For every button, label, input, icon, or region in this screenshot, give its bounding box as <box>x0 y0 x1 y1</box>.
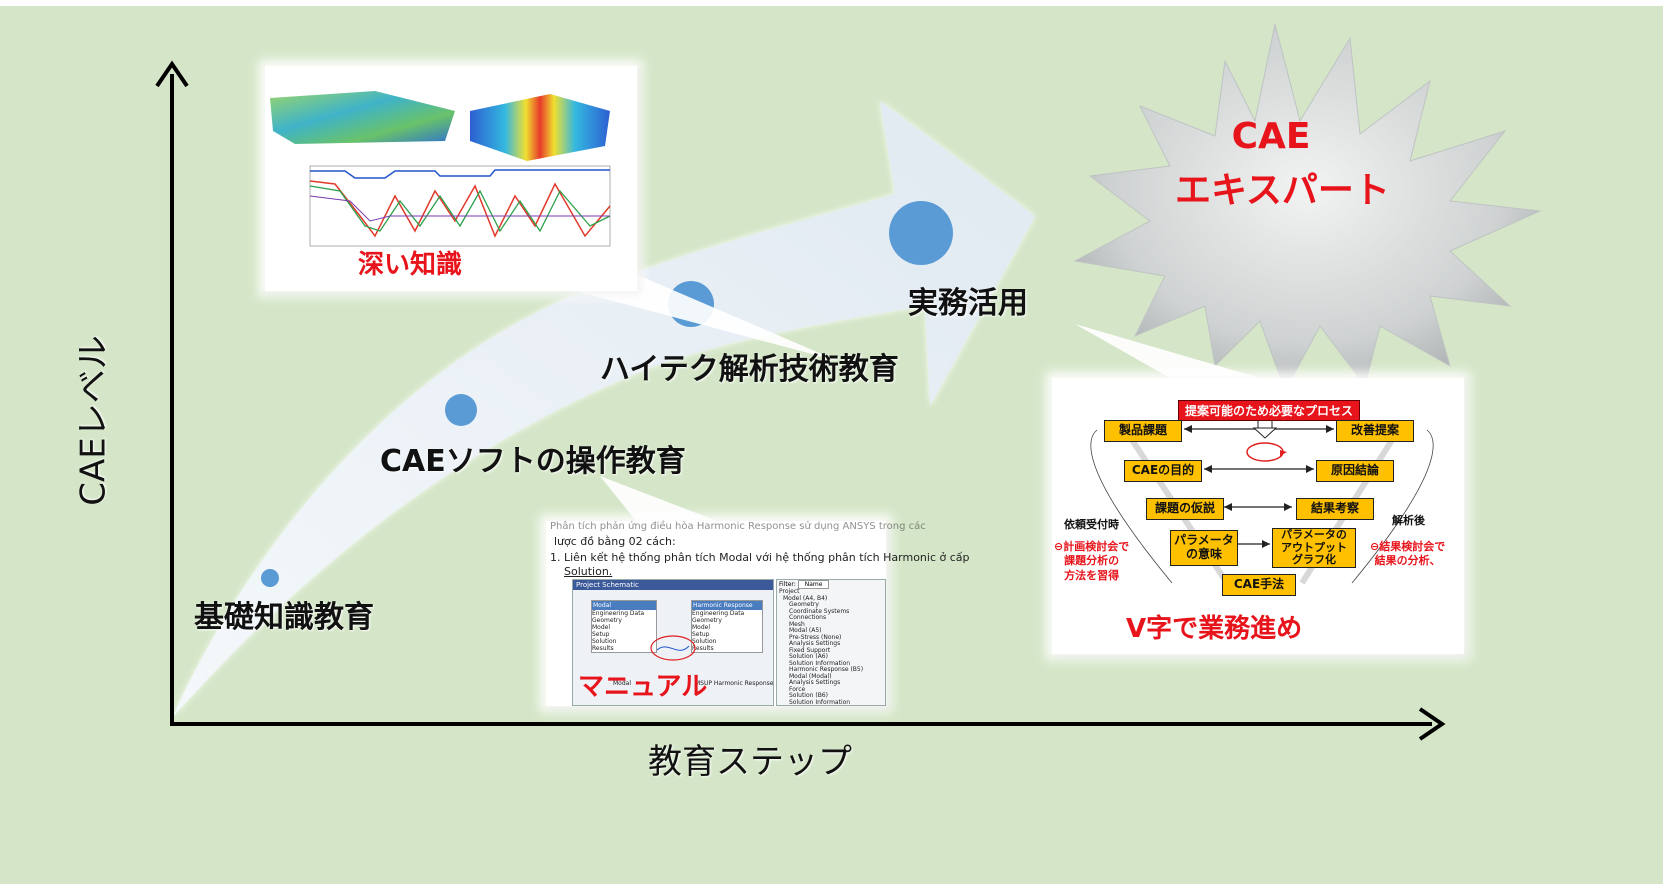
system-a-row: Model <box>592 624 611 631</box>
slide-canvas: CAEレベル 教育ステップ 基礎知識教育 CAEソフトの操作教育 ハイテク解析技… <box>0 6 1663 884</box>
schematic-title: Project Schematic <box>573 580 773 590</box>
tree-item[interactable]: Modal (Modal) <box>789 672 832 680</box>
tree-item[interactable]: Geometry <box>789 601 819 608</box>
diagram-graphics <box>155 23 1542 741</box>
system-b-row: Model <box>692 624 711 631</box>
tree-item[interactable]: Harmonic Response (B5) <box>789 666 864 673</box>
step-dot-4 <box>889 201 953 265</box>
line-graph-image <box>309 165 611 247</box>
expert-starburst <box>1073 23 1542 393</box>
system-a: Modal Engineering Data Geometry Model Se… <box>591 600 657 653</box>
goal-line-2: エキスパート <box>1175 170 1390 211</box>
y-axis-label: CAEレベル <box>73 335 114 506</box>
system-b-row: Engineering Data <box>692 610 745 617</box>
tree-item[interactable]: Project <box>779 588 800 595</box>
axes <box>155 60 1446 741</box>
tree-item[interactable]: Pre-Stress (None) <box>789 633 842 641</box>
fem-block-image <box>470 94 610 161</box>
tree-item[interactable]: Coordinate Systems <box>789 607 850 615</box>
tree-filter-label: Filter: <box>779 581 796 588</box>
system-a-header: Modal <box>592 601 656 610</box>
vbox-bottom: CAE手法 <box>1222 574 1296 596</box>
link-annotation <box>650 635 696 661</box>
tree-item[interactable]: Model (A4, B4) <box>783 594 828 602</box>
step-label-4: 実務活用 <box>908 286 1028 321</box>
system-a-row: Results <box>592 645 614 652</box>
deep-card-caption: 深い知識 <box>358 250 463 280</box>
tree-item[interactable]: Solution (B6) <box>789 692 828 699</box>
left-note-body: ⊖計画検討会で 課題分析の 方法を習得 <box>1054 540 1130 582</box>
vbox-right-1: 改善提案 <box>1336 420 1414 442</box>
system-a-row: Solution <box>592 638 617 645</box>
vbox-right-2: 原因結論 <box>1316 460 1394 482</box>
manual-text-4: Solution. <box>564 565 613 578</box>
system-b-row: Geometry <box>692 617 722 624</box>
growth-arrow <box>172 101 1035 718</box>
manual-card-caption: マニュアル <box>578 672 708 702</box>
step-dot-1 <box>261 569 279 587</box>
system-b-footer: MSUP Harmonic Response <box>695 680 774 687</box>
vbox-right-3: 結果考察 <box>1296 498 1374 520</box>
vprocess-banner: 提案可能のため必要なプロセス <box>1178 400 1361 421</box>
goal-line-1: CAE <box>1231 116 1311 157</box>
tree-item[interactable]: Solution (A6) <box>789 653 828 660</box>
tree-item[interactable]: Analysis Settings <box>789 679 841 686</box>
tree-item[interactable]: Modal (A5) <box>789 627 822 634</box>
vprocess-caption: V字で業務進め <box>1126 614 1303 644</box>
tree-item[interactable]: Connections <box>789 614 827 621</box>
tree-item[interactable]: Force <box>789 685 806 693</box>
vprocess-card: 提案可能のため必要なプロセス 製品課題 CAEの目的 課題の仮説 パラメータ の… <box>1052 378 1464 654</box>
system-b-header: Harmonic Response <box>692 601 762 610</box>
right-note-body: ⊖結果検討会で 結果の分析、 <box>1370 540 1446 568</box>
manual-text-2: lược đồ bằng 02 cách: <box>554 535 676 548</box>
step-dot-2 <box>445 394 477 426</box>
tree-item[interactable]: Analysis Settings <box>789 640 841 647</box>
vbox-left-3: 課題の仮説 <box>1146 498 1224 520</box>
system-a-row: Engineering Data <box>592 610 645 617</box>
vprocess-card-pointer <box>1075 324 1260 378</box>
deep-card-pointer <box>520 276 838 361</box>
left-note-title: 依頼受付時 <box>1064 518 1119 531</box>
tree-item[interactable]: Solution Information <box>789 659 851 667</box>
manual-text-3: 1. Liên kết hệ thống phân tích Modal với… <box>550 551 970 564</box>
fem-plate-image <box>270 91 455 144</box>
manual-card-pointer <box>600 476 730 526</box>
tree-filter: Filter: Name <box>777 580 885 589</box>
vbox-right-4: パラメータの アウトプット グラフ化 <box>1272 528 1356 568</box>
system-b-row: Solution <box>692 638 717 645</box>
tree-filter-value[interactable]: Name <box>797 580 830 589</box>
step-label-3: ハイテク解析技術教育 <box>600 352 899 387</box>
tree-item[interactable]: Mesh <box>789 620 805 628</box>
system-b: Harmonic Response Engineering Data Geome… <box>691 600 763 653</box>
vbox-left-1: 製品課題 <box>1104 420 1182 442</box>
tree-item[interactable]: Solution Information <box>789 698 851 706</box>
system-a-footer: Modal <box>613 680 631 687</box>
right-note-title: 解析後 <box>1392 514 1425 527</box>
system-b-row: Results <box>692 645 714 652</box>
project-schematic-panel: Project Schematic Modal Engineering Data… <box>572 579 774 706</box>
vbox-left-4: パラメータ の意味 <box>1170 530 1238 566</box>
manual-text-1: Phân tích phản ứng điều hòa Harmonic Res… <box>550 521 926 532</box>
step-label-1: 基礎知識教育 <box>194 600 374 635</box>
manual-card: Phân tích phản ứng điều hòa Harmonic Res… <box>546 521 970 706</box>
step-label-2: CAEソフトの操作教育 <box>380 444 686 479</box>
x-axis-label: 教育ステップ <box>648 742 852 782</box>
deep-card-visuals <box>270 91 611 247</box>
system-b-row: Setup <box>692 631 710 638</box>
system-a-row: Setup <box>592 631 610 638</box>
system-a-row: Geometry <box>592 617 622 624</box>
deep-knowledge-card: 深い知識 <box>265 66 637 291</box>
vbox-left-2: CAEの目的 <box>1124 460 1202 482</box>
tree-item[interactable]: Fixed Support <box>789 646 831 654</box>
